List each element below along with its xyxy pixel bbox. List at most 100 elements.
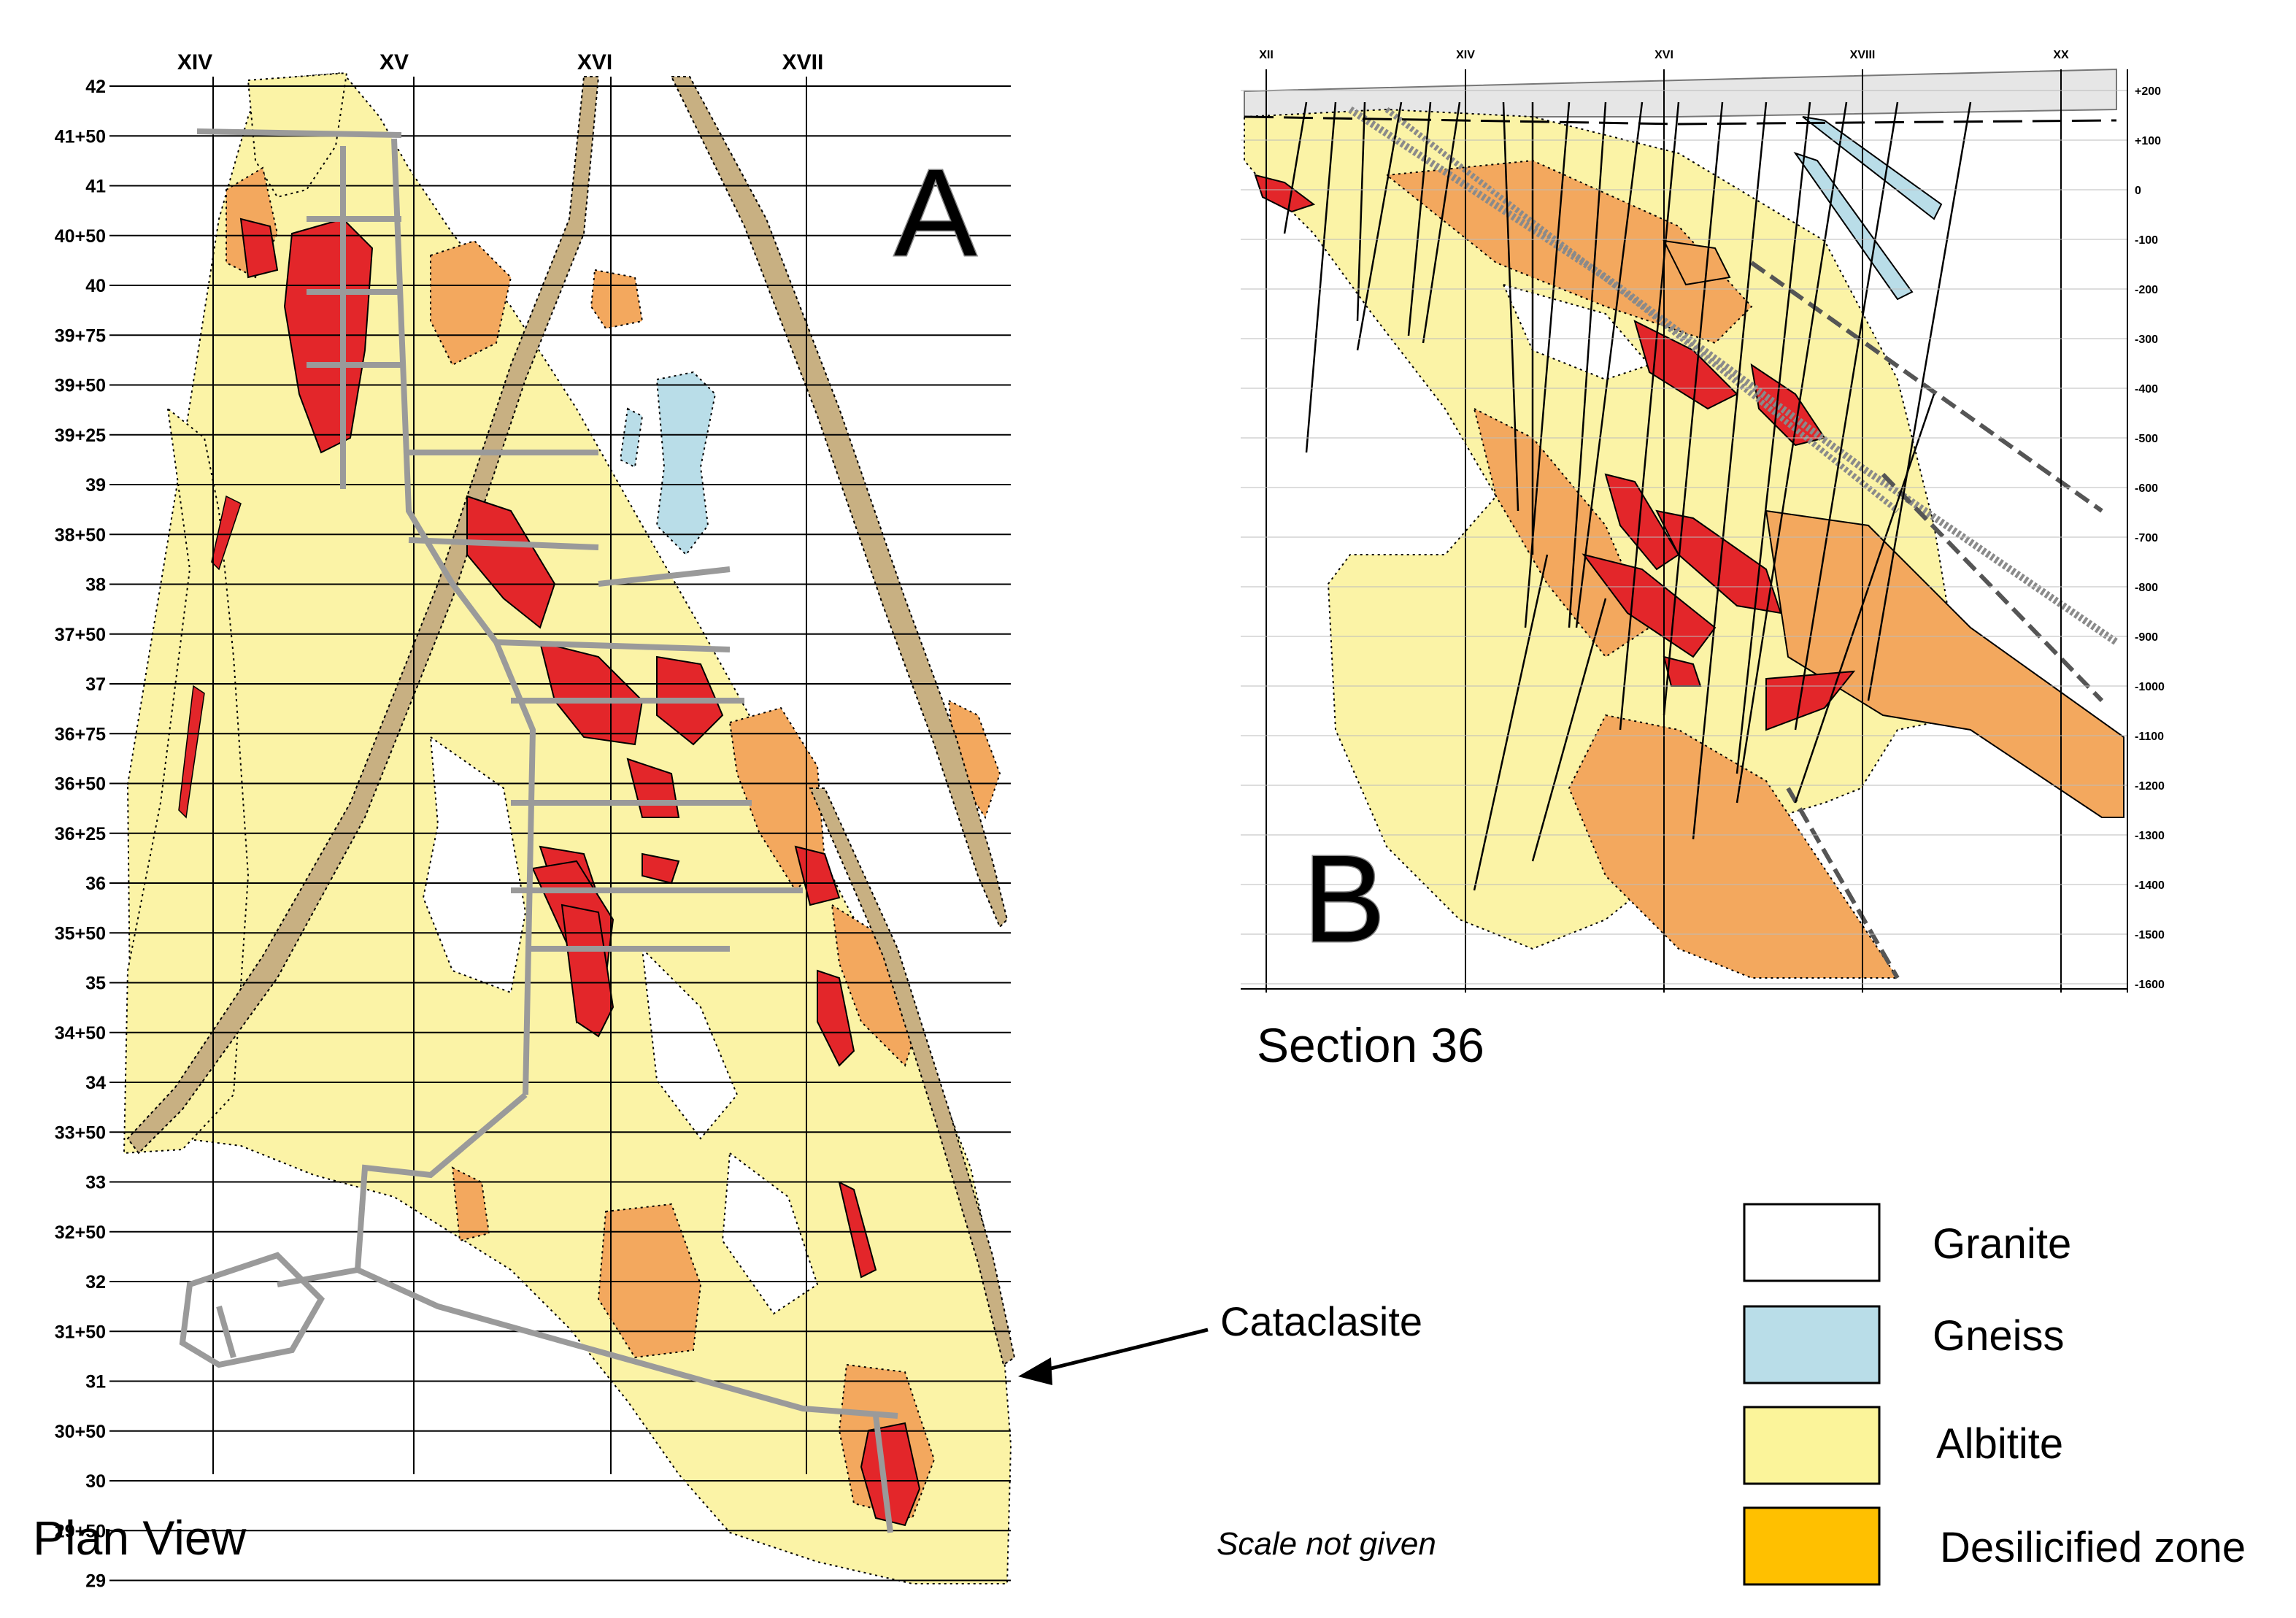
plan-row-label: 41+50: [55, 126, 106, 147]
section-column-labels: XII XIV XVI XVIII XX: [1259, 49, 2069, 61]
desilicified-zone-2: [430, 239, 512, 366]
cataclasite-label: Cataclasite: [1220, 1298, 1422, 1344]
gneiss-body: [655, 371, 717, 556]
section-desilicified-small: [1663, 239, 1731, 286]
section-column-label: XX: [2053, 49, 2069, 61]
ore-body-12: [817, 969, 855, 1067]
cataclasite-callout: Cataclasite: [1018, 1298, 1422, 1385]
section-ore-2: [1633, 320, 1738, 410]
section-elevation-label: -1500: [2135, 929, 2165, 941]
plan-column-lines: [212, 77, 807, 1474]
legend-swatch-gneiss: [1743, 1305, 1881, 1384]
granite-window-2: [641, 947, 739, 1140]
section-column-label: XVI: [1654, 49, 1673, 61]
section-elevation-label: -1600: [2135, 979, 2165, 991]
plan-view-caption: Plan View: [33, 1511, 247, 1565]
section-elevation-label: -1400: [2135, 879, 2165, 892]
granite-window-1: [422, 735, 527, 994]
cataclasite-band-central: [126, 76, 600, 1155]
panel-a-letter: A: [894, 144, 977, 282]
section-elevation-label: -800: [2135, 582, 2158, 594]
mine-drifts: [179, 128, 898, 1533]
section-column-lines: [1266, 69, 2062, 993]
section-elevation-label: -1200: [2135, 780, 2165, 793]
plan-row-label: 37: [85, 674, 106, 695]
plan-row-label: 40+50: [55, 226, 106, 247]
section-ore-1: [1254, 174, 1316, 213]
plan-row-label: 39+25: [55, 425, 106, 446]
section-fault-band-2: [1384, 107, 1900, 514]
plan-row-label: 34+50: [55, 1023, 106, 1044]
section-ore-4: [1604, 473, 1680, 571]
desilicified-zone-5: [831, 904, 921, 1067]
ore-strip-west-2: [178, 685, 205, 819]
plan-row-label: 37+50: [55, 625, 106, 645]
section-fault-dashed-2: [1881, 472, 2104, 703]
ore-body-13: [838, 1181, 877, 1279]
section-elevation-label: -300: [2135, 334, 2158, 346]
cataclasite-band-south: [809, 787, 1016, 1366]
plan-row-label: 32: [85, 1272, 106, 1293]
plan-column-label: XIV: [177, 50, 212, 74]
plan-row-label: 31+50: [55, 1322, 106, 1342]
plan-row-label: 42: [85, 77, 106, 97]
surface-cover-layer: [1244, 68, 2117, 118]
section-fault-dashed-1: [1750, 261, 2103, 513]
ore-body-14: [860, 1422, 921, 1527]
cataclasite-band-east: [670, 76, 1009, 928]
section-ore-5: [1582, 553, 1717, 658]
plan-row-label: 40: [85, 276, 106, 296]
plan-row-label: 33+50: [55, 1122, 106, 1143]
section-elevation-label: +200: [2135, 85, 2161, 98]
gneiss-sliver: [619, 407, 644, 469]
section-elevation-label: -700: [2135, 532, 2158, 544]
plan-row-label: 31: [85, 1372, 106, 1392]
cataclasite-arrow-line: [1036, 1328, 1209, 1374]
section-fault-dashed-3: [1786, 787, 1900, 979]
section-elevation-ticks: [1241, 90, 2127, 985]
plan-row-label: 32+50: [55, 1222, 106, 1243]
plan-row-label: 36+75: [55, 724, 106, 744]
legend-label-granite: Granite: [1933, 1220, 2071, 1268]
plan-row-label: 39: [85, 475, 106, 496]
plan-row-label: 35+50: [55, 923, 106, 944]
section-elevation-label: -500: [2135, 433, 2158, 445]
section-elevation-label: -900: [2135, 631, 2158, 644]
ore-body-2: [239, 217, 279, 279]
legend-label-albitite: Albitite: [1936, 1420, 2063, 1468]
section-elevation-label: -100: [2135, 234, 2158, 247]
section-column-label: XVIII: [1850, 49, 1876, 61]
section-gneiss-lens-1: [1802, 116, 1943, 220]
desilicified-zone-9: [451, 1166, 490, 1242]
plan-row-label: 36+50: [55, 774, 106, 795]
legend-swatch-granite: [1743, 1203, 1881, 1282]
plan-row-label: 39+75: [55, 325, 106, 346]
legend-swatch-desilicified: [1743, 1506, 1881, 1586]
plan-row-label: 36+25: [55, 824, 106, 844]
ore-body-9: [560, 904, 615, 1038]
plan-row-label: 38: [85, 575, 106, 596]
cataclasite-arrow-head: [1018, 1357, 1052, 1385]
section-fault-band: [1348, 106, 2119, 646]
section-elevation-label: 0: [2135, 185, 2141, 197]
plan-row-label: 33: [85, 1173, 106, 1193]
section-granite-window: [1502, 283, 1651, 381]
plan-row-label: 39+50: [55, 376, 106, 396]
plan-row-label: 30+50: [55, 1422, 106, 1442]
scale-note: Scale not given: [1217, 1526, 1436, 1562]
section-elevation-label: -1100: [2135, 731, 2164, 743]
plan-row-label: 29+50: [55, 1521, 106, 1541]
plan-row-label: 35: [85, 974, 106, 994]
section-elevation-labels: +200+1000-100-200-300-400-500-600-700-80…: [2135, 85, 2165, 991]
plan-column-labels: XIV XV XVI XVII: [177, 50, 824, 74]
plan-row-label: 41: [85, 177, 106, 197]
section-caption: Section 36: [1257, 1018, 1484, 1072]
plan-column-label: XV: [380, 50, 409, 74]
plan-column-label: XVI: [577, 50, 612, 74]
plan-row-label: 36: [85, 874, 106, 894]
plan-column-label: XVII: [782, 50, 824, 74]
ore-strip-west: [211, 495, 242, 571]
section-elevation-label: -400: [2135, 383, 2158, 396]
desilicified-zone-3: [590, 269, 644, 330]
